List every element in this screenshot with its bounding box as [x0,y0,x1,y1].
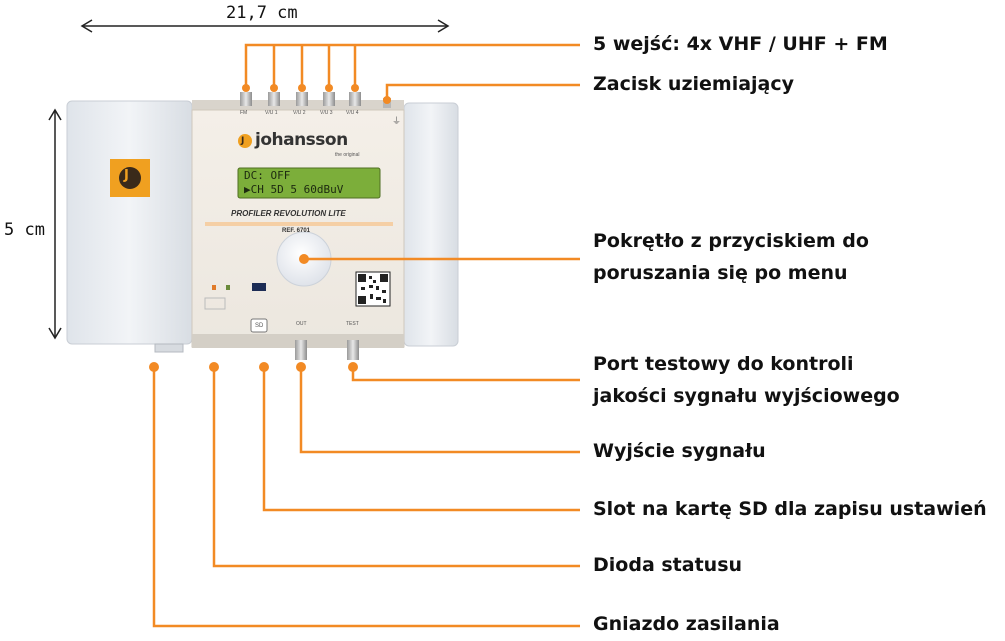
input-label-vu2: V/U 2 [293,110,306,116]
brand-name: johansson [255,130,348,150]
callout-inputs: 5 wejść: 4x VHF / UHF + FM [593,33,888,55]
lcd-line-2: ▶CH 5D 5 60dBuV [244,183,344,196]
qr-code [355,271,391,307]
input-label-vu1: V/U 1 [265,110,278,116]
callout-ground: Zacisk uziemiający [593,73,795,95]
sd-slot [250,318,268,333]
height-dimension-label: 5 cm [4,220,45,240]
width-dimension-arrow [80,19,450,33]
svg-text:⏚: ⏚ [392,116,401,127]
input-label-vu4: V/U 4 [346,110,359,116]
logo-letter: J [124,168,129,183]
callout-power: Gniazdo zasilania [593,613,780,635]
test-connector [347,340,359,360]
input-label-vu3: V/U 3 [320,110,333,116]
callout-test-line2: jakości sygnału wyjściowego [593,385,900,407]
lcd-display [237,167,381,199]
left-side-panel [66,100,193,345]
width-dimension-label: 21,7 cm [226,3,298,23]
front-panel [191,109,405,348]
input-label-fm: FM [240,110,248,116]
callout-output: Wyjście sygnału [593,440,766,462]
sd-label: SD [255,323,264,329]
model-ref: REF. 6701 [282,228,311,234]
lcd-line-1: DC: OFF [244,169,291,182]
callout-dots [149,84,391,372]
brand-logo-letter: J [241,136,245,146]
out-label: OUT [296,321,307,327]
brand-tagline: the original [335,152,360,158]
callout-knob-line2: poruszania się po menu [593,262,848,284]
callout-test-line1: Port testowy do kontroli [593,353,854,375]
output-connector [295,340,307,360]
height-dimension-arrow [48,108,62,340]
model-name: PROFILER REVOLUTION LITE [231,209,346,218]
callout-sd: Slot na kartę SD dla zapisu ustawień [593,498,987,520]
input-connectors [240,92,361,106]
callout-led: Dioda statusu [593,554,743,576]
test-label: TEST [346,321,359,327]
right-side-panel [403,102,459,347]
power-socket [154,343,184,353]
callout-knob-line1: Pokrętło z przyciskiem do [593,230,869,252]
